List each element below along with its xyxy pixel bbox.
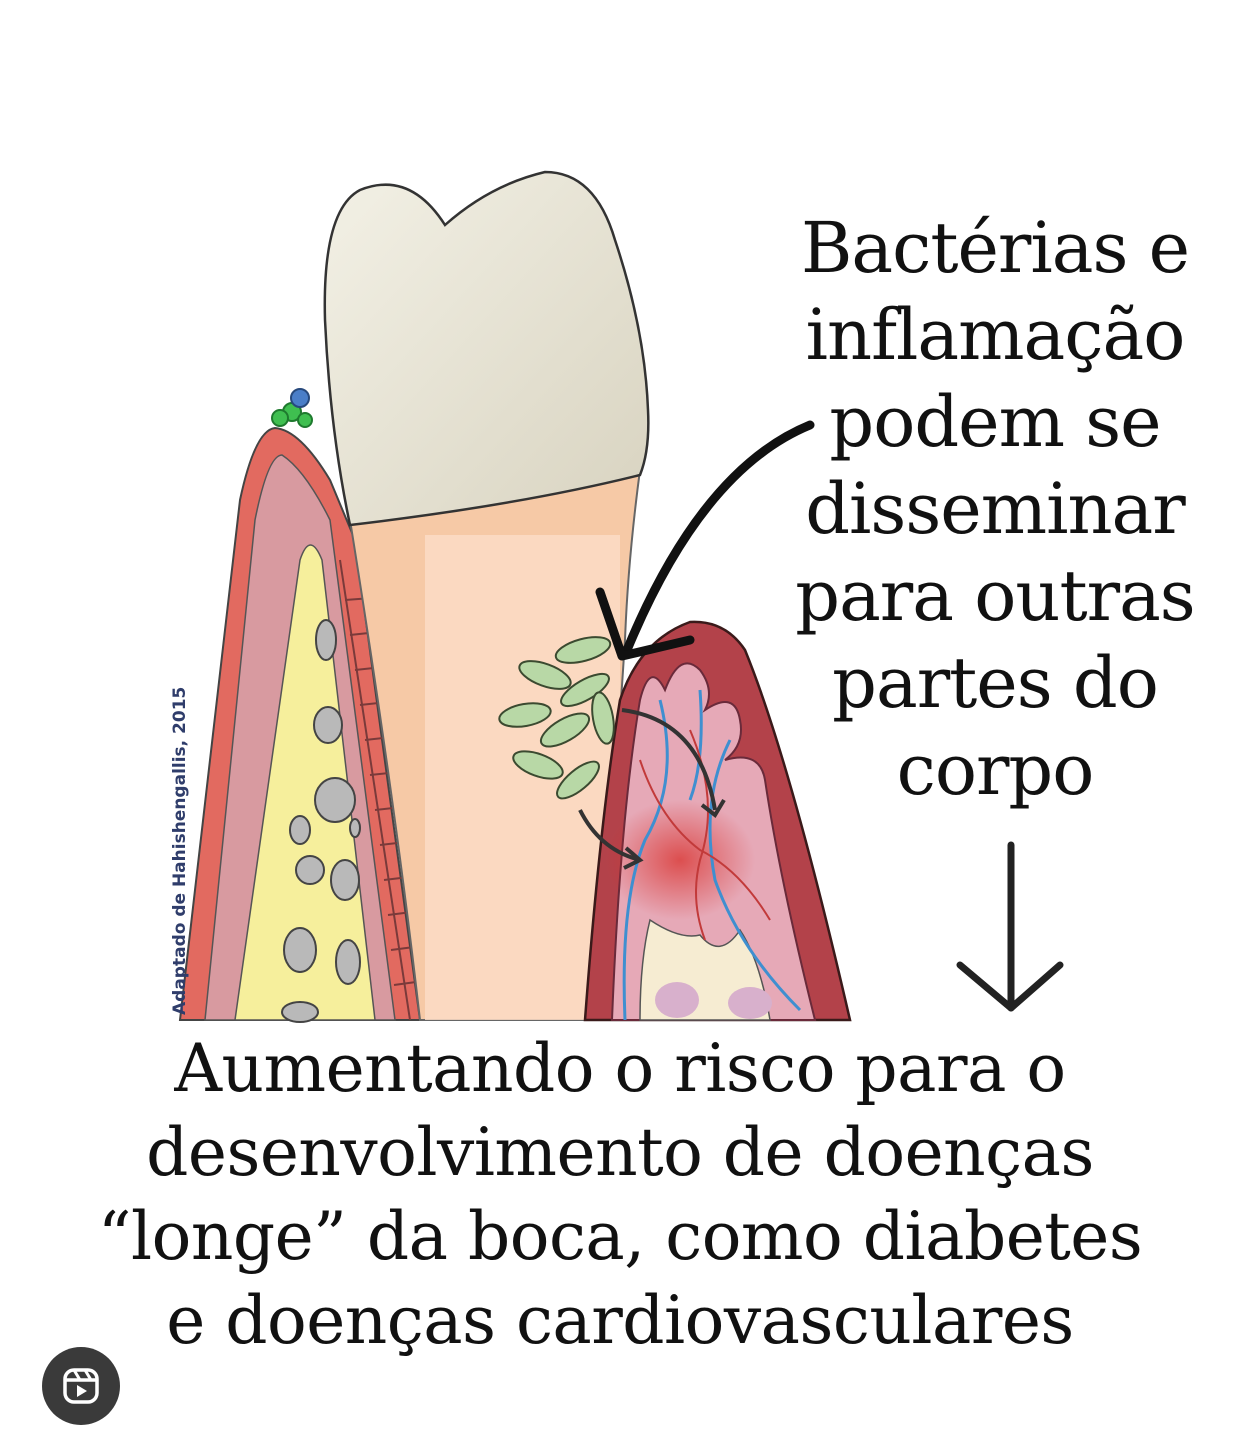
annotation-line: corpo [896, 729, 1095, 811]
caption-line: desenvolvimento de doenças [146, 1114, 1094, 1191]
tooth-crown [323, 170, 650, 527]
annotation-line: disseminar [805, 468, 1186, 550]
bacteria-cluster [498, 636, 615, 800]
annotation-line: para outras [795, 555, 1195, 637]
caption-line: e doenças cardiovasculares [166, 1282, 1074, 1359]
annotation-line: partes do [832, 642, 1159, 724]
annotation-line: podem se [829, 381, 1161, 463]
left-bone-section [178, 388, 422, 1023]
inflamed-gum [583, 620, 852, 1022]
annotation-text: Bactérias e inflamação podem se dissemin… [790, 205, 1200, 814]
bacteria-spread-arrows [578, 708, 726, 870]
caption-line: Aumentando o risco para o [174, 1030, 1066, 1107]
reels-button[interactable] [42, 1347, 120, 1425]
annotation-line: inflamação [805, 294, 1186, 376]
reels-icon [63, 1368, 99, 1404]
annotation-line: Bactérias e [800, 207, 1190, 289]
illustration-credit: Adaptado de Hahishengallis, 2015 [170, 686, 190, 1015]
down-arrow [956, 841, 1064, 1012]
plaque-cluster [271, 388, 313, 428]
pointer-arrow [595, 420, 815, 661]
caption-text: Aumentando o risco para o desenvolviment… [90, 1027, 1150, 1363]
caption-line: “longe” da boca, como diabetes [97, 1198, 1143, 1275]
